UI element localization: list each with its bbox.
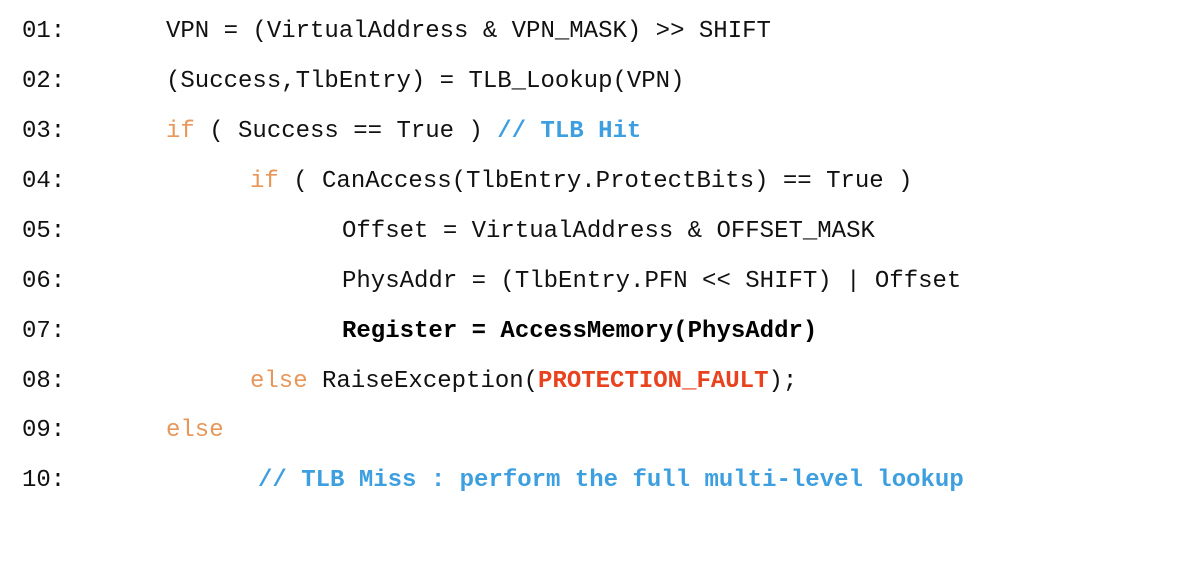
code-line-02: 02: (Success,TlbEntry) = TLB_Lookup(VPN) — [0, 67, 684, 97]
line-number: 04: — [22, 168, 66, 195]
code-line-08: 08: else RaiseException(PROTECTION_FAULT… — [0, 367, 797, 397]
code-statement: if ( Success == True ) // TLB Hit — [166, 117, 641, 147]
code-line-03: 03: if ( Success == True ) // TLB Hit — [0, 117, 641, 147]
code-line-10: 10: // TLB Miss : perform the full multi… — [0, 466, 964, 496]
keyword-else: else — [166, 417, 224, 444]
line-number: 06: — [22, 268, 66, 295]
keyword-if: if — [250, 168, 279, 195]
code-text: PhysAddr = (TlbEntry.PFN << SHIFT) | Off… — [342, 268, 962, 295]
line-number: 02: — [22, 68, 66, 95]
line-number: 01: — [22, 18, 66, 45]
error-constant: PROTECTION_FAULT — [538, 368, 769, 395]
line-number: 09: — [22, 417, 66, 444]
code-line-05: 05: Offset = VirtualAddress & OFFSET_MAS… — [0, 217, 875, 247]
keyword-else: else — [250, 368, 308, 395]
code-listing: 01: VPN = (VirtualAddress & VPN_MASK) >>… — [0, 17, 964, 496]
code-text-bold: Register = AccessMemory(PhysAddr) — [342, 318, 818, 345]
code-text: Offset = VirtualAddress & OFFSET_MASK — [342, 218, 875, 245]
code-text: ( Success == True ) — [194, 118, 498, 145]
code-text: ( CanAccess(TlbEntry.ProtectBits) == Tru… — [278, 168, 913, 195]
line-number: 08: — [22, 368, 66, 395]
code-text: (Success,TlbEntry) = TLB_Lookup(VPN) — [166, 68, 685, 95]
code-text: ); — [768, 368, 798, 395]
line-number: 07: — [22, 318, 66, 345]
code-text: VPN = (VirtualAddress & VPN_MASK) >> SHI… — [166, 18, 771, 45]
code-line-09: 09: else — [0, 416, 224, 446]
line-number: 05: — [22, 218, 66, 245]
code-comment: // TLB Hit — [497, 118, 642, 145]
line-number: 03: — [22, 118, 66, 145]
code-text: RaiseException( — [307, 368, 539, 395]
keyword-if: if — [166, 118, 195, 145]
code-line-07: 07: Register = AccessMemory(PhysAddr) — [0, 317, 817, 347]
line-number: 10: — [22, 467, 66, 494]
code-line-04: 04: if ( CanAccess(TlbEntry.ProtectBits)… — [0, 167, 913, 197]
code-comment: // TLB Miss : perform the full multi-lev… — [258, 467, 964, 494]
code-statement: if ( CanAccess(TlbEntry.ProtectBits) == … — [250, 167, 913, 197]
code-line-06: 06: PhysAddr = (TlbEntry.PFN << SHIFT) |… — [0, 267, 961, 297]
code-line-01: 01: VPN = (VirtualAddress & VPN_MASK) >>… — [0, 17, 771, 47]
code-statement: else RaiseException(PROTECTION_FAULT); — [250, 367, 797, 397]
